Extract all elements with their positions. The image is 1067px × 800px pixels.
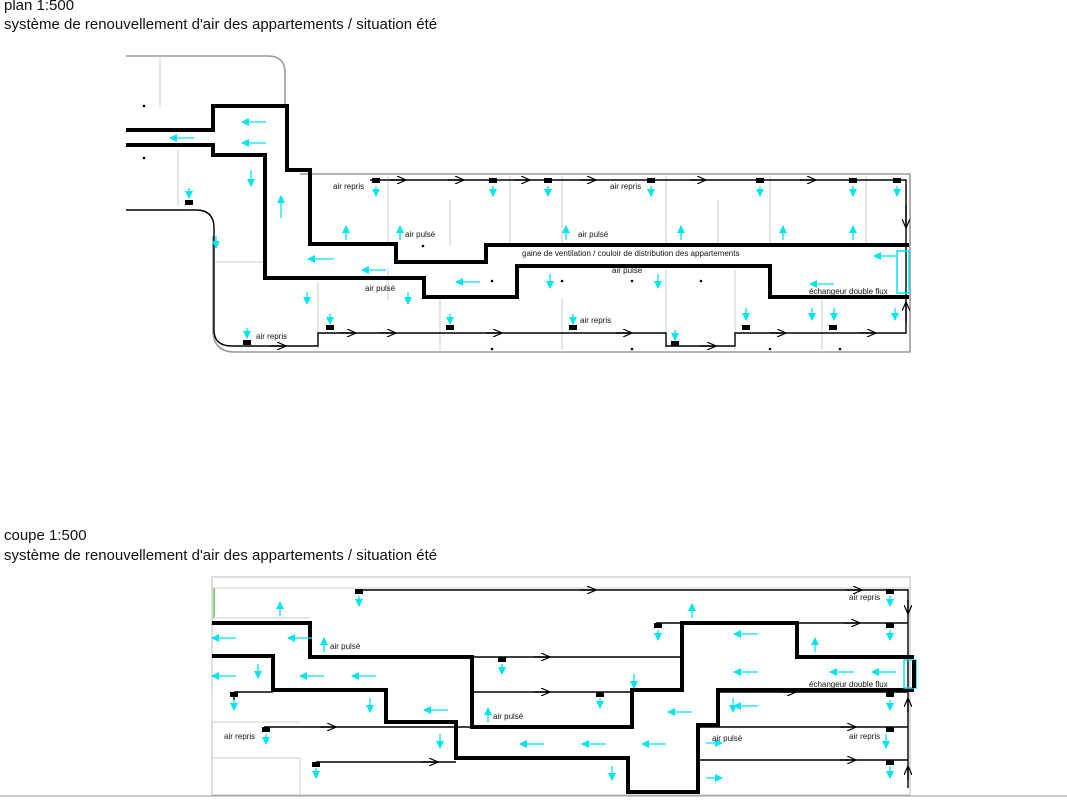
vent-diffuser-icon bbox=[742, 325, 750, 330]
plan-subtitle: système de renouvellement d'air des appa… bbox=[4, 16, 438, 33]
plan-label-gaine: gaine de ventilation / couloir de distri… bbox=[522, 249, 739, 258]
section-walls bbox=[0, 576, 1067, 797]
vent-diffuser-icon bbox=[312, 762, 320, 767]
vent-diffuser-icon bbox=[596, 692, 604, 697]
plan-label-air-pulse-3: air pulsé bbox=[365, 284, 396, 293]
plan-cyan-vertical-arrows bbox=[185, 170, 901, 341]
section-return-ducts bbox=[233, 589, 909, 788]
vent-diffuser-icon bbox=[849, 178, 857, 183]
section-label-air-repris-2: air repris bbox=[849, 732, 880, 741]
vent-diffuser-icon bbox=[326, 325, 334, 330]
section-drawing: air repris air repris air repris air pul… bbox=[0, 576, 1067, 797]
section-label-air-pulse-3: air pulsé bbox=[712, 734, 743, 743]
section-label-air-repris-3: air repris bbox=[224, 732, 255, 741]
plan-label-echangeur: échangeur double flux bbox=[809, 287, 888, 296]
plan-return-ducts bbox=[126, 179, 907, 347]
plan-vent-diffusers bbox=[185, 178, 901, 346]
vent-diffuser-icon bbox=[262, 727, 270, 732]
section-label-echangeur: échangeur double flux bbox=[809, 680, 888, 689]
vent-diffuser-icon bbox=[886, 760, 894, 765]
plan-label-air-repris-1: air repris bbox=[333, 182, 364, 191]
vent-diffuser-icon bbox=[372, 178, 380, 183]
vent-diffuser-icon bbox=[243, 340, 251, 345]
section-subtitle: système de renouvellement d'air des appa… bbox=[4, 547, 438, 564]
plan-label-air-repris-2: air repris bbox=[610, 182, 641, 191]
vent-diffuser-icon bbox=[498, 657, 506, 662]
plan-label-air-pulse-2: air pulsé bbox=[578, 230, 609, 239]
vent-diffuser-icon bbox=[886, 727, 894, 732]
plan-dots bbox=[142, 104, 842, 351]
vent-diffuser-icon bbox=[886, 589, 894, 594]
plan-walls bbox=[126, 55, 911, 353]
vent-diffuser-icon bbox=[446, 325, 454, 330]
plan-title: plan 1:500 bbox=[4, 0, 75, 14]
vent-diffuser-icon bbox=[893, 178, 901, 183]
section-label-air-pulse-2: air pulsé bbox=[493, 712, 524, 721]
section-black-arrows bbox=[320, 590, 908, 780]
vent-diffuser-icon bbox=[355, 589, 363, 594]
vent-diffuser-icon bbox=[647, 178, 655, 183]
section-title: coupe 1:500 bbox=[4, 527, 87, 544]
section-label-air-repris-1: air repris bbox=[849, 593, 880, 602]
vent-diffuser-icon bbox=[544, 178, 552, 183]
section-vent-diffusers bbox=[230, 589, 894, 767]
plan-label-air-repris-4: air repris bbox=[580, 316, 611, 325]
plan-label-air-pulse-1: air pulsé bbox=[405, 230, 436, 239]
vent-diffuser-icon bbox=[829, 325, 837, 330]
section-label-air-pulse-1: air pulsé bbox=[330, 642, 361, 651]
vent-diffuser-icon bbox=[886, 623, 894, 628]
vent-diffuser-icon bbox=[569, 325, 577, 330]
vent-diffuser-icon bbox=[671, 341, 679, 346]
vent-diffuser-icon bbox=[756, 178, 764, 183]
section-cyan-horizontal-arrows bbox=[211, 630, 896, 782]
vent-diffuser-icon bbox=[654, 623, 662, 628]
plan-black-arrows bbox=[270, 180, 906, 346]
vent-diffuser-icon bbox=[886, 692, 894, 697]
vent-diffuser-icon bbox=[489, 178, 497, 183]
exchanger-icon bbox=[896, 250, 910, 294]
vent-diffuser-icon bbox=[185, 200, 193, 205]
plan-label-air-pulse-4: air pulsé bbox=[612, 266, 643, 275]
vent-diffuser-icon bbox=[230, 692, 238, 697]
exchanger-icon bbox=[903, 659, 917, 689]
plan-main-ducts bbox=[126, 104, 909, 299]
plan-cyan-horizontal-arrows bbox=[169, 118, 896, 288]
plan-drawing: air repris air repris air repris air rep… bbox=[126, 55, 911, 353]
section-cyan-vertical-arrows bbox=[230, 596, 894, 781]
plan-label-air-repris-3: air repris bbox=[256, 332, 287, 341]
